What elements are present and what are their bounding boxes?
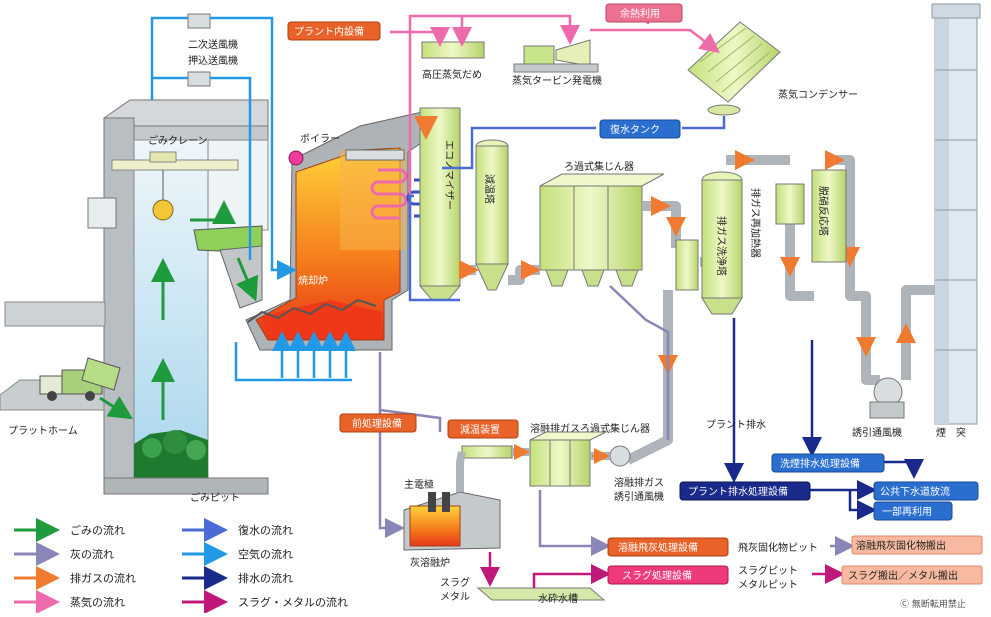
melt-fan-label-1: 溶融排ガス — [614, 476, 664, 489]
economizer — [414, 107, 462, 301]
secondary-fan-label: 二次送風機 — [188, 38, 238, 51]
denox-label: 脱硝反応塔 — [817, 186, 830, 236]
plant-drain-label: プラント排水 — [706, 418, 766, 431]
legend-label-6: 排水の流れ — [238, 571, 293, 585]
legend-label-3: 蒸気の流れ — [70, 595, 125, 609]
box-cooling-unit: 減温装置 — [447, 419, 519, 439]
cooling-tower — [475, 139, 509, 291]
steam-flow-lines — [390, 12, 720, 220]
id-fan-label: 誘引通風機 — [852, 426, 902, 439]
box-waste-heat: 余熱利用 — [605, 3, 683, 23]
box-fly-ash-unit: 溶融飛灰処理設備 — [607, 537, 729, 557]
slag-pit-label-2: メタルピット — [738, 579, 798, 591]
fly-ash-pit-label: 飛灰固化物ピット — [738, 541, 818, 554]
pit-label: ごみピット — [190, 491, 240, 504]
condenser — [687, 21, 781, 116]
slag-label-2: メタル — [440, 591, 470, 603]
box-flue-drain-unit-label: 洗煙排水処理設備 — [780, 457, 860, 470]
ash-furnace — [403, 451, 501, 551]
slag-label-1: スラグ — [440, 576, 470, 589]
box-fly-ash-out: 溶融飛灰固化物搬出 — [851, 535, 983, 555]
drain-flow-lines — [724, 318, 924, 520]
stack — [931, 3, 981, 425]
slag-pit-label-1: スラグピット — [738, 564, 798, 577]
condensate-flow-lines — [408, 116, 726, 302]
electrode-label: 主電極 — [404, 478, 434, 491]
quench-tank — [476, 587, 606, 601]
stack-label: 煙 突 — [936, 426, 966, 439]
box-waste-heat-label: 余熱利用 — [620, 7, 660, 20]
turbine-generator — [513, 39, 599, 73]
waste-flow-arrows — [99, 200, 259, 420]
melt-bag-filter — [461, 431, 607, 487]
bag-filter-label: ろ過式集じん器 — [564, 160, 634, 173]
box-fly-ash-out-label: 溶融飛灰固化物搬出 — [856, 539, 946, 552]
platform-label: プラットホーム — [8, 425, 78, 437]
scrubber-label: 排ガス洗浄塔 — [715, 216, 728, 276]
ash-flow-lines — [378, 285, 670, 556]
hp-drum — [421, 41, 485, 59]
melt-fan-label-2: 誘引通風機 — [614, 490, 664, 503]
legend-label-5: 空気の流れ — [238, 547, 293, 561]
air-flow-lines — [150, 16, 356, 382]
box-slag-unit-label: スラグ処理設備 — [622, 569, 692, 582]
legend-label-4: 復水の流れ — [238, 523, 293, 537]
box-slag-unit: スラグ処理設備 — [607, 565, 729, 585]
box-flue-drain-unit: 洗煙排水処理設備 — [771, 453, 885, 473]
slag-flow-lines — [480, 552, 845, 588]
forced-fan-label: 押込送風機 — [188, 54, 238, 67]
box-plant-drain-unit-label: プラント排水処理設備 — [688, 485, 788, 498]
melt-fan — [590, 445, 631, 467]
box-pretreat-label: 前処理設備 — [352, 417, 402, 430]
boiler-label: ボイラー — [300, 133, 340, 145]
legend-label-1: 灰の流れ — [70, 547, 114, 561]
secondary-fan — [187, 13, 211, 29]
box-slag-out-label: スラグ搬出／メタル搬出 — [848, 569, 958, 582]
box-fly-ash-unit-label: 溶融飛灰処理設備 — [618, 541, 698, 554]
box-plant-drain-unit: プラント排水処理設備 — [679, 481, 811, 501]
box-plant-internal-label: プラント内設備 — [294, 25, 364, 38]
box-slag-out: スラグ搬出／メタル搬出 — [841, 565, 983, 585]
box-reuse-label: 一部再利用 — [882, 505, 932, 518]
quench-tank-label: 水砕水槽 — [538, 592, 578, 605]
crane-label: ごみクレーン — [148, 134, 208, 147]
condenser-label: 蒸気コンデンサー — [778, 88, 858, 101]
reheater — [775, 183, 805, 225]
incinerator — [245, 107, 441, 351]
box-reuse: 一部再利用 — [873, 501, 953, 521]
copyright: Ⓒ 無断転用禁止 — [900, 598, 966, 610]
ash-furnace-label: 灰溶融炉 — [410, 556, 450, 569]
legend-label-0: ごみの流れ — [70, 523, 125, 537]
cooling-tower-label: 減温塔 — [483, 174, 496, 204]
box-plant-internal: プラント内設備 — [287, 21, 381, 41]
id-fan — [869, 377, 905, 419]
incinerator-label: 焼却炉 — [298, 275, 328, 287]
box-sewer: 公共下水道放流 — [873, 481, 979, 501]
hp-drum-label: 高圧蒸気だめ — [422, 68, 482, 81]
scrubber — [675, 171, 743, 315]
gas-ducts — [460, 155, 935, 465]
denox — [811, 169, 847, 263]
forced-fan — [187, 71, 211, 87]
bag-filter — [539, 173, 665, 287]
economizer-label: エコノマイザー — [443, 140, 455, 210]
reheater-label: 排ガス再加熱器 — [749, 188, 762, 258]
box-cooling-unit-label: 減温装置 — [460, 423, 500, 436]
turbine-label: 蒸気タービン発電機 — [512, 74, 602, 87]
box-sewer-label: 公共下水道放流 — [880, 485, 950, 498]
legend-label-2: 排ガスの流れ — [70, 571, 136, 585]
box-condensate-tank: 復水タンク — [599, 119, 681, 139]
box-condensate-tank-label: 復水タンク — [610, 123, 660, 136]
legend-label-7: スラグ・メタルの流れ — [238, 595, 348, 609]
box-pretreat: 前処理設備 — [339, 413, 417, 433]
